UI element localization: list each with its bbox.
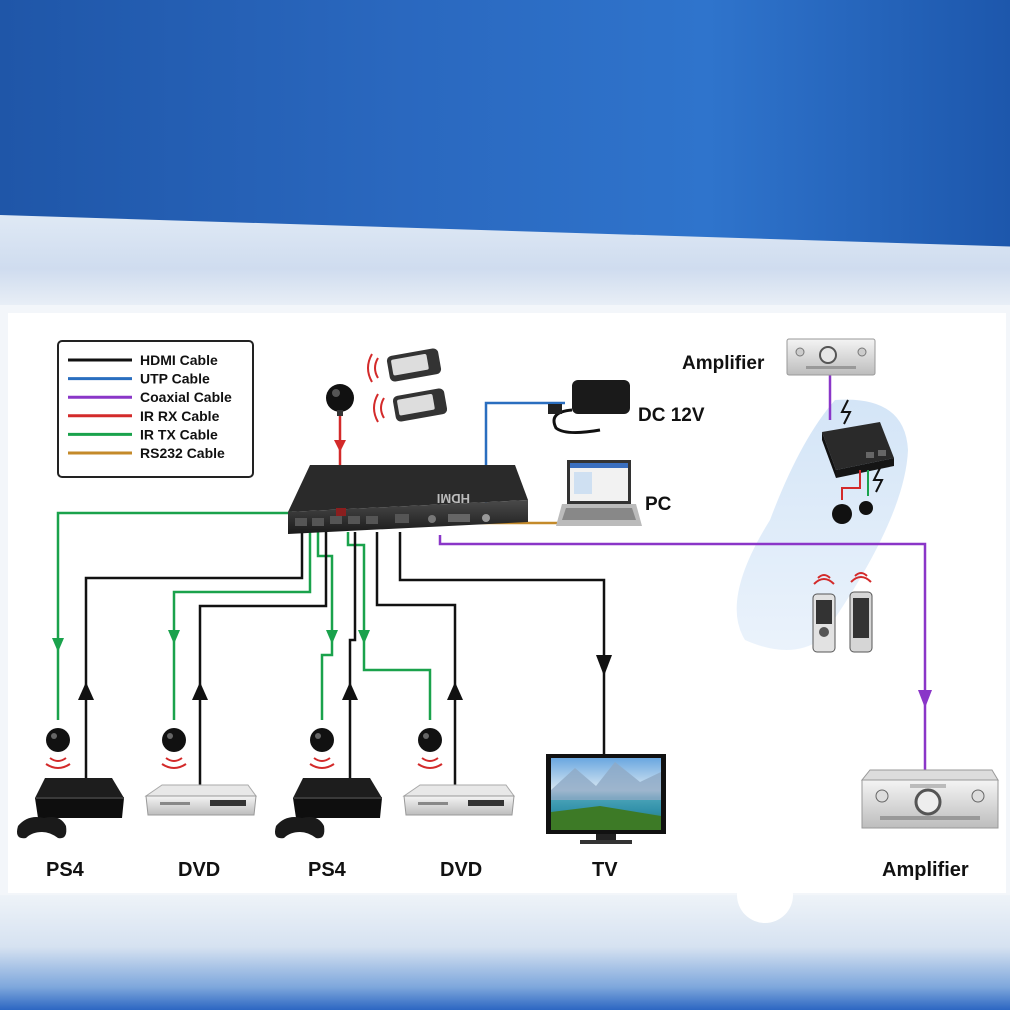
legend-label-3: IR RX Cable (140, 408, 220, 424)
power-adapter-icon (548, 380, 630, 435)
laptop-icon (556, 460, 642, 526)
legend-label-5: RS232 Cable (140, 445, 225, 461)
dvd-2-label: DVD (440, 859, 482, 881)
amplifier-icon (786, 338, 876, 376)
ir-receiver-icon (326, 384, 354, 416)
ir-remote-icon (812, 572, 873, 653)
legend-label-4: IR TX Cable (140, 426, 218, 442)
tv-icon (546, 754, 666, 844)
ir-remote-icon (367, 348, 448, 423)
amplifier-top-label: Amplifier (682, 353, 765, 374)
dvd-1-label: DVD (178, 859, 220, 881)
highlight-bubble (737, 867, 793, 923)
ps4-2-label: PS4 (308, 859, 347, 881)
ps4-console-icon (35, 778, 124, 818)
ps4-console-icon (293, 778, 382, 818)
dc12v-label: DC 12V (638, 405, 705, 426)
amplifier-icon (860, 769, 999, 829)
audio-extractor-icon (822, 399, 894, 524)
background-bottom (0, 895, 1010, 1010)
gamepad-icon (17, 817, 67, 839)
coaxial-cable (438, 535, 927, 770)
dvd-player-icon (402, 784, 515, 816)
amplifier-bottom-label: Amplifier (882, 859, 969, 881)
ir-emitter-icon (45, 728, 443, 769)
tv-label: TV (592, 859, 618, 881)
hdmi-cables (84, 532, 606, 788)
ir-tx-cables (56, 511, 432, 720)
dvd-player-icon (144, 784, 257, 816)
legend-label-2: Coaxial Cable (140, 389, 232, 405)
legend-label-0: HDMI Cable (140, 352, 218, 368)
matrix-brand: HDMI (437, 491, 470, 506)
pc-label: PC (645, 494, 672, 515)
legend-label-1: UTP Cable (140, 371, 210, 387)
ps4-1-label: PS4 (46, 859, 85, 881)
gamepad-icon (275, 817, 325, 839)
hdmi-matrix-switch: HDMI (288, 465, 528, 534)
